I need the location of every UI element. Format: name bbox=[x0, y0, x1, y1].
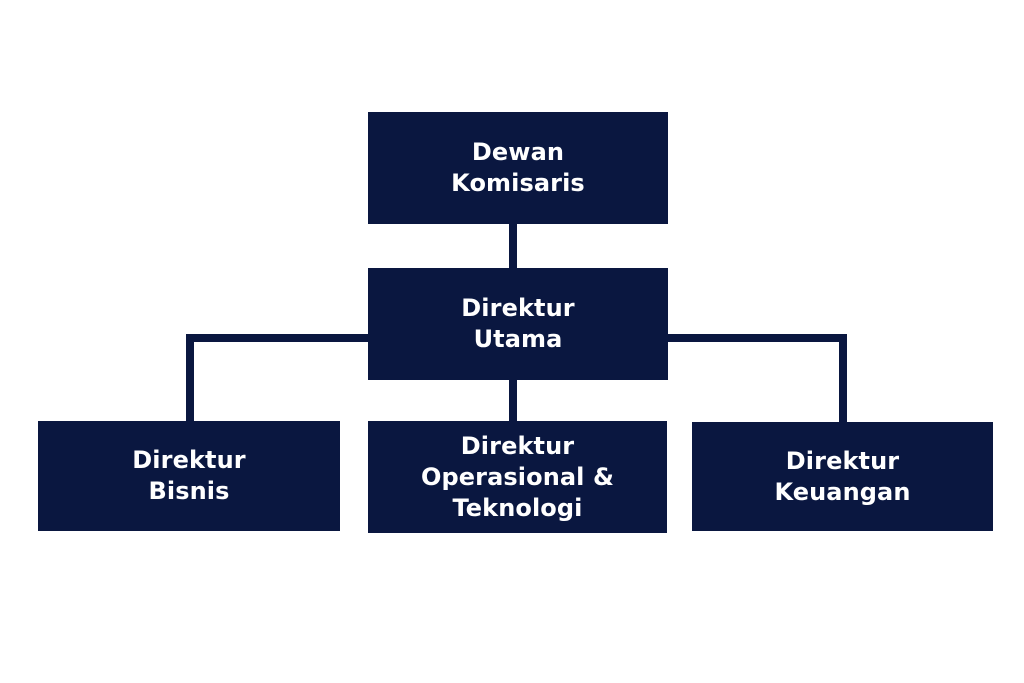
connector-drop-to-operasional bbox=[509, 380, 517, 422]
connector-drop-to-bisnis bbox=[186, 334, 194, 422]
org-node-direktur-keuangan[interactable]: Direktur Keuangan bbox=[692, 422, 993, 531]
org-node-label: Direktur Utama bbox=[461, 294, 575, 353]
org-node-dewan-komisaris[interactable]: Dewan Komisaris bbox=[368, 112, 668, 224]
connector-drop-to-keuangan bbox=[839, 334, 847, 422]
org-node-direktur-bisnis[interactable]: Direktur Bisnis bbox=[38, 421, 340, 531]
org-node-label: Dewan Komisaris bbox=[451, 138, 585, 197]
org-node-label: Direktur Keuangan bbox=[774, 446, 911, 506]
org-node-direktur-utama[interactable]: Direktur Utama bbox=[368, 268, 668, 380]
connector-komisaris-to-utama bbox=[509, 224, 517, 269]
org-node-label: Direktur Bisnis bbox=[132, 446, 246, 505]
org-node-direktur-operasional-teknologi[interactable]: Direktur Operasional & Teknologi bbox=[368, 421, 667, 533]
org-node-label: Direktur Operasional & Teknologi bbox=[421, 431, 614, 522]
